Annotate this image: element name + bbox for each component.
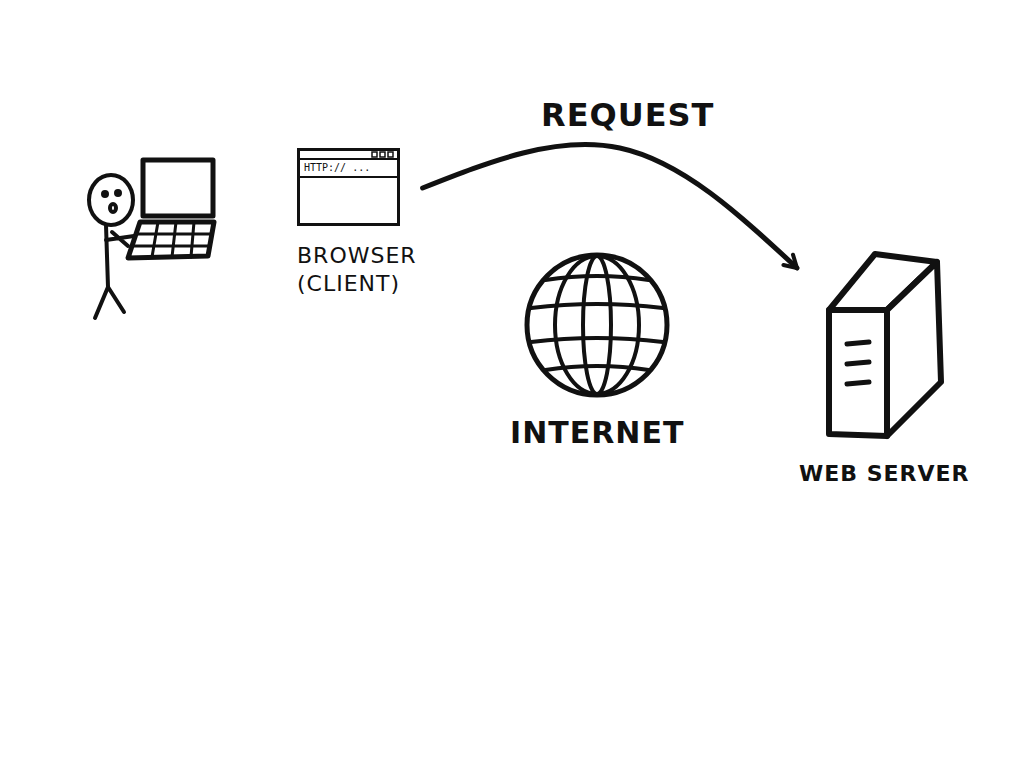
server-slot: [847, 362, 869, 364]
window-buttons: [371, 151, 395, 158]
window-button: [372, 152, 377, 157]
arms: [106, 232, 134, 246]
window-button: [388, 152, 393, 157]
server-front: [829, 310, 887, 436]
laptop-screen: [143, 160, 213, 216]
web-server-shape: [823, 248, 945, 442]
keyboard-keys: [133, 222, 211, 257]
person-with-laptop: [89, 160, 214, 318]
eye: [103, 192, 107, 196]
mouth: [110, 204, 116, 212]
legs: [95, 287, 124, 318]
eye: [116, 191, 120, 195]
request-arrow: [423, 144, 797, 268]
laptop-keyboard: [128, 222, 214, 258]
window-button: [380, 152, 385, 157]
server-drawing: [823, 248, 945, 442]
edge-label: REQUEST: [537, 96, 718, 134]
browser-window-shape: HTTP:// ...: [297, 148, 400, 226]
node-label: BROWSER (CLIENT): [297, 242, 417, 297]
internet-globe: INTERNET: [510, 250, 684, 452]
node-label: WEB SERVER: [799, 460, 970, 488]
address-bar: HTTP:// ...: [300, 160, 397, 178]
parallel: [546, 366, 649, 370]
title-bar: [300, 151, 397, 160]
node-label: INTERNET: [510, 414, 684, 452]
server-slot: [847, 382, 869, 384]
server-side: [887, 262, 941, 436]
address-text: HTTP:// ...: [304, 162, 370, 173]
server-slot: [847, 342, 869, 344]
parallel: [546, 276, 649, 280]
parallel: [531, 338, 663, 342]
globe-outline: [527, 255, 667, 395]
browser-window: HTTP:// ... BROWSER (CLIENT): [297, 148, 417, 297]
body: [106, 225, 108, 287]
head: [89, 175, 133, 225]
internet-globe-shape: [522, 250, 672, 400]
globe-drawing: [522, 250, 672, 400]
parallel: [531, 304, 663, 308]
web-server: WEB SERVER: [799, 248, 970, 488]
